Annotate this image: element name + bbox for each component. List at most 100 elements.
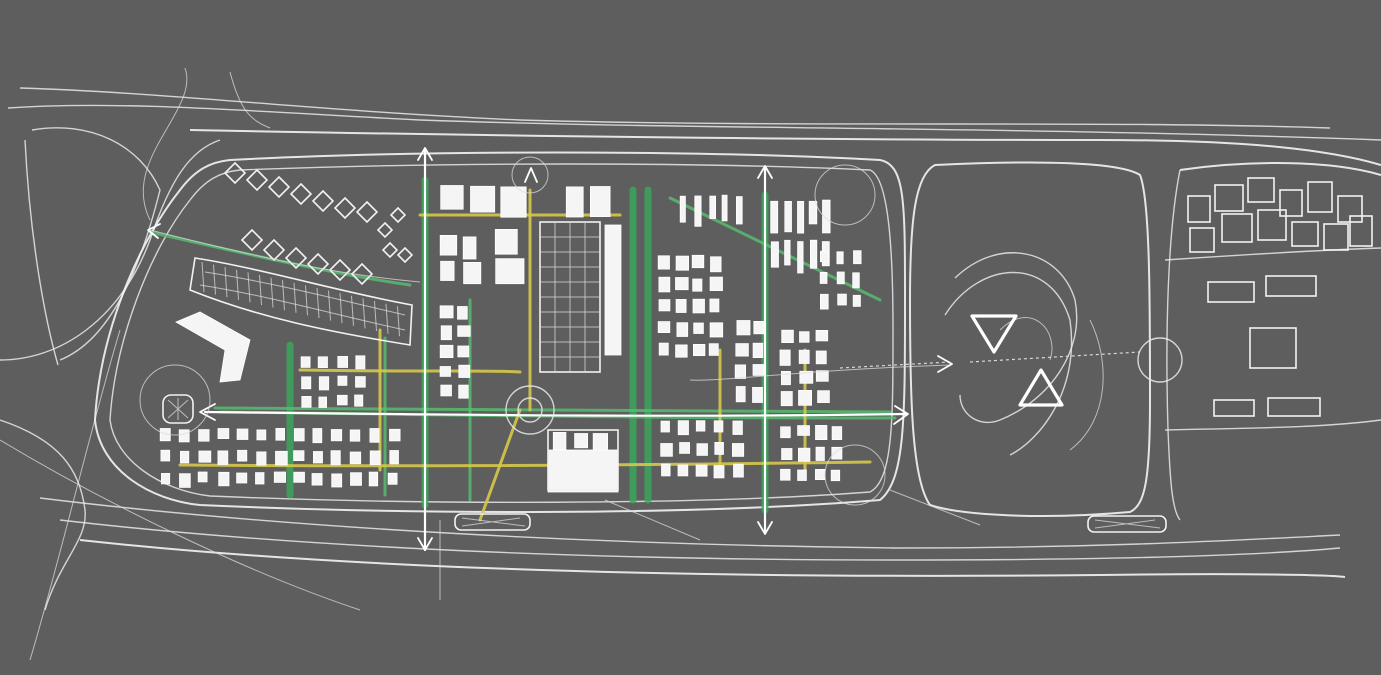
building xyxy=(301,395,312,408)
building xyxy=(752,342,764,359)
building xyxy=(300,356,311,368)
pavilion xyxy=(355,200,379,224)
building xyxy=(350,472,362,486)
building xyxy=(160,472,171,485)
building xyxy=(275,427,285,441)
building xyxy=(590,186,611,218)
building xyxy=(713,420,724,433)
building xyxy=(293,450,305,462)
building xyxy=(819,271,828,284)
slab-module xyxy=(362,298,366,329)
building xyxy=(675,344,688,358)
curved-slab-building xyxy=(189,257,413,346)
building xyxy=(658,299,671,312)
building xyxy=(695,464,708,477)
building xyxy=(236,472,248,484)
triangle-up-icon xyxy=(1018,368,1064,407)
slab-module xyxy=(397,306,400,337)
building xyxy=(735,343,749,357)
building xyxy=(293,428,305,442)
slab-module xyxy=(328,290,331,321)
main-axes xyxy=(147,147,1141,600)
pavilion xyxy=(381,241,399,259)
building xyxy=(798,389,813,406)
building xyxy=(784,239,791,266)
building xyxy=(837,293,847,306)
building xyxy=(470,185,496,213)
building xyxy=(500,186,527,218)
building xyxy=(799,331,810,343)
building xyxy=(735,386,746,403)
building xyxy=(677,420,689,436)
building xyxy=(815,424,828,440)
building xyxy=(574,433,588,449)
pavilion xyxy=(289,182,313,206)
pavilion xyxy=(389,206,407,224)
pavilion xyxy=(223,161,247,185)
building xyxy=(770,200,779,234)
building xyxy=(734,364,747,379)
building xyxy=(709,298,720,313)
building xyxy=(708,343,719,356)
road-network xyxy=(0,67,1381,661)
building xyxy=(440,325,452,341)
building xyxy=(675,277,689,291)
building xyxy=(218,471,230,487)
building xyxy=(495,258,525,285)
transit-stops xyxy=(162,394,1167,533)
slab-module xyxy=(374,300,377,332)
building xyxy=(693,322,704,334)
building xyxy=(752,386,763,403)
building xyxy=(439,234,458,256)
triangle-down-icon xyxy=(970,314,1018,354)
slab-module xyxy=(339,293,343,324)
building xyxy=(301,376,312,390)
building xyxy=(679,195,686,223)
building xyxy=(781,370,791,386)
building xyxy=(198,429,210,442)
building xyxy=(440,260,455,281)
slab-module xyxy=(305,285,308,316)
building xyxy=(797,200,805,234)
building xyxy=(713,465,725,479)
building xyxy=(808,200,818,225)
slab-module xyxy=(201,261,205,293)
building xyxy=(781,448,793,461)
pavilion xyxy=(245,168,269,192)
building xyxy=(312,428,323,444)
building xyxy=(349,451,362,465)
building xyxy=(440,384,452,397)
building xyxy=(457,325,471,337)
building xyxy=(273,471,286,483)
building xyxy=(368,471,379,487)
building xyxy=(387,472,398,485)
building xyxy=(660,420,670,433)
building xyxy=(820,293,829,310)
building xyxy=(293,471,305,483)
pavilion xyxy=(284,246,308,270)
building xyxy=(658,276,671,293)
building xyxy=(337,355,348,368)
building xyxy=(693,343,706,356)
building xyxy=(565,186,584,218)
building xyxy=(736,320,751,336)
slab-module xyxy=(351,295,354,326)
slab-module xyxy=(247,272,251,303)
pavilion xyxy=(328,258,352,282)
slab-module xyxy=(316,287,320,319)
building xyxy=(661,463,671,477)
building xyxy=(822,199,831,234)
transit-stop-icon xyxy=(1087,515,1167,533)
pavilion xyxy=(376,221,394,239)
building xyxy=(355,355,366,370)
building xyxy=(439,366,451,377)
building xyxy=(709,322,724,338)
building xyxy=(349,429,361,442)
building xyxy=(836,251,844,265)
building xyxy=(657,255,670,270)
building xyxy=(798,447,811,462)
pavilion xyxy=(267,175,291,199)
building xyxy=(255,472,265,485)
east-roundabout-icon xyxy=(1137,337,1183,383)
